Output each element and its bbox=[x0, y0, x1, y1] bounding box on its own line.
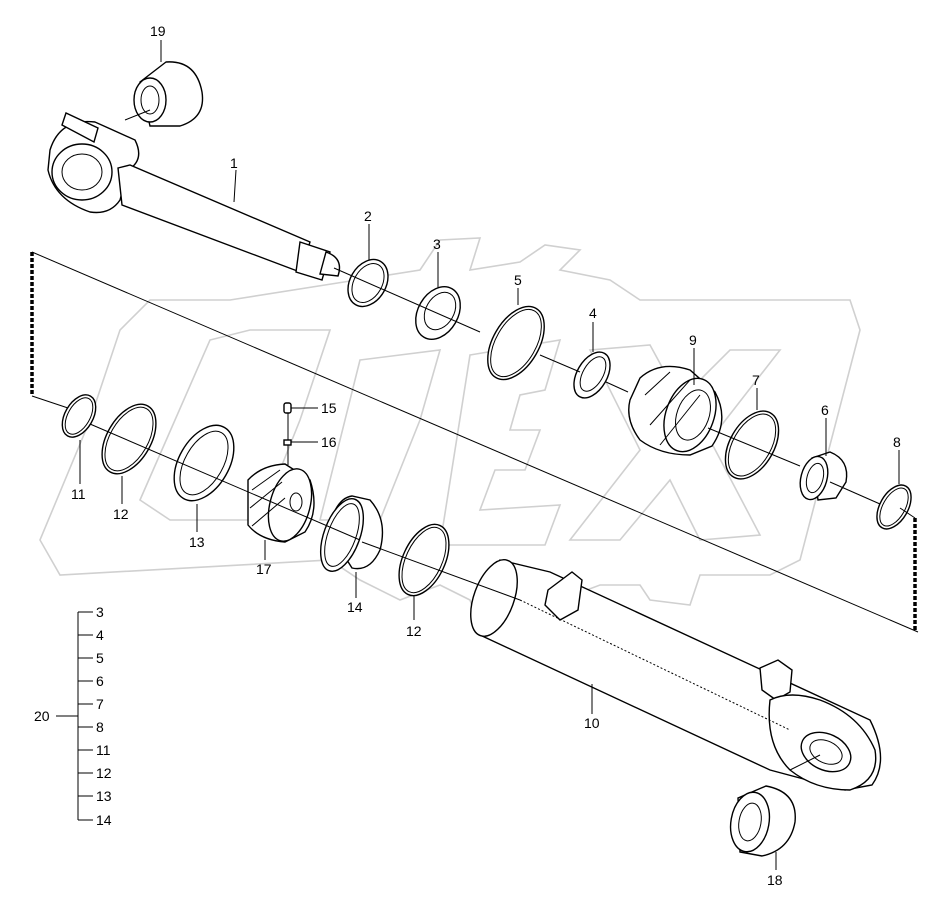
callout-15: 15 bbox=[321, 400, 337, 416]
ring-8 bbox=[876, 484, 912, 530]
o-ring-7 bbox=[724, 410, 780, 480]
ring-14 bbox=[319, 495, 384, 572]
kit-item: 7 bbox=[96, 696, 104, 712]
callout-4: 4 bbox=[589, 305, 597, 321]
callout-3: 3 bbox=[433, 236, 441, 252]
ring-12-left bbox=[101, 403, 157, 475]
cylinder-barrel-10 bbox=[470, 559, 882, 791]
callout-8: 8 bbox=[893, 434, 901, 450]
pin-15 bbox=[283, 402, 318, 414]
leader-lines bbox=[79, 40, 900, 870]
callout-5: 5 bbox=[514, 272, 522, 288]
ring-13 bbox=[173, 424, 235, 502]
kit-label: 20 bbox=[34, 708, 50, 724]
callout-12-left: 12 bbox=[113, 506, 129, 522]
kit-item: 12 bbox=[96, 765, 112, 781]
callout-17: 17 bbox=[256, 561, 272, 577]
pin-16 bbox=[283, 439, 318, 446]
piston-rod-1 bbox=[47, 112, 341, 281]
callout-10: 10 bbox=[584, 715, 600, 731]
bushing-19 bbox=[133, 61, 204, 127]
bushing-18 bbox=[729, 785, 796, 857]
callout-16: 16 bbox=[321, 434, 337, 450]
kit-item: 13 bbox=[96, 788, 112, 804]
callout-9: 9 bbox=[689, 332, 697, 348]
kit-item: 14 bbox=[96, 812, 112, 828]
callout-14: 14 bbox=[347, 599, 363, 615]
kit-item: 11 bbox=[96, 742, 111, 758]
callouts: 19 1 2 3 5 4 9 7 6 8 15 16 11 12 13 17 1… bbox=[71, 23, 901, 888]
ring-4 bbox=[573, 351, 611, 399]
piston-17 bbox=[247, 463, 315, 543]
ring-12-right bbox=[398, 523, 450, 597]
callout-2: 2 bbox=[364, 208, 372, 224]
callout-6: 6 bbox=[821, 402, 829, 418]
kit-item: 8 bbox=[96, 719, 104, 735]
ring-11 bbox=[61, 394, 97, 438]
bushing-6 bbox=[799, 451, 848, 501]
kit-20-list: 20 3 4 5 6 7 8 11 12 13 14 bbox=[34, 604, 112, 828]
gland-head-9 bbox=[628, 365, 723, 456]
kit-item: 4 bbox=[96, 627, 104, 643]
kit-item: 5 bbox=[96, 650, 104, 666]
callout-11: 11 bbox=[71, 486, 86, 502]
axis-lines bbox=[89, 109, 916, 771]
callout-13: 13 bbox=[189, 534, 205, 550]
callout-19: 19 bbox=[150, 23, 166, 39]
kit-item: 3 bbox=[96, 604, 104, 620]
callout-12-right: 12 bbox=[406, 623, 422, 639]
seal-3 bbox=[415, 286, 461, 340]
kit-item: 6 bbox=[96, 673, 104, 689]
o-ring-5 bbox=[487, 305, 545, 381]
callout-1: 1 bbox=[230, 155, 238, 171]
callout-18: 18 bbox=[767, 872, 783, 888]
callout-7: 7 bbox=[752, 372, 760, 388]
